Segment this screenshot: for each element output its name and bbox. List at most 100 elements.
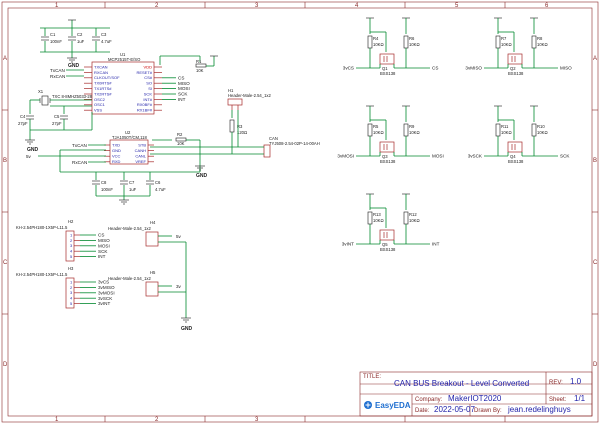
mosfet-ref: Q1	[382, 66, 388, 71]
decoupling-caps-top: C1 100nF C2 1uF C3 4.7uF GND	[40, 19, 112, 69]
resistor-value: 10KΩ	[409, 130, 420, 135]
c8-ref: C8	[101, 180, 107, 185]
row-label: B	[593, 158, 597, 164]
u2-part: TJA1050T/CM,118	[112, 135, 148, 140]
header-pin-number: 3	[70, 290, 73, 295]
u1-pin-label: RESET#	[136, 70, 152, 75]
resistor-value: 10KΩ	[537, 42, 548, 47]
x1-ref: X1	[38, 89, 44, 94]
drawn-by: jean.redelinghuys	[507, 405, 571, 414]
u2-pin-label: CANL	[135, 154, 146, 159]
resistor-ref: R8	[537, 36, 543, 41]
mosfet-body	[379, 53, 395, 65]
u1-pin-label: RXCAN	[94, 70, 108, 75]
net-label-5v: 5v	[26, 154, 32, 159]
gnd-label: GND	[68, 63, 80, 69]
c2-value: 1uF	[77, 39, 85, 44]
c6-value: 4.7uF	[155, 187, 166, 192]
u1-pin-label: VDD	[144, 64, 153, 69]
u1-pin-label: TX0RTS#	[94, 81, 112, 86]
c4-value: 27pF	[18, 121, 28, 126]
resistor	[495, 35, 501, 49]
u1-pin-label: TX1RTS#	[94, 86, 112, 91]
ground-symbol-icon	[119, 199, 129, 205]
h2-ref: H2	[68, 219, 74, 224]
h4-part: Header-Male-2.54_1x2	[108, 226, 152, 231]
easyeda-logo-icon	[364, 401, 372, 409]
resistor-ref: R9	[409, 124, 415, 129]
resistor-value: 10KΩ	[409, 42, 420, 47]
net-label-output: SCK	[560, 154, 570, 159]
row-label: D	[593, 362, 598, 368]
resistor	[403, 211, 409, 225]
row-label: C	[593, 260, 598, 266]
header-net-label: 3vSCK	[98, 296, 113, 301]
h3-part: KH-2.54PH180-1X5P-L11.5	[16, 272, 68, 277]
gnd-label: GND	[27, 147, 39, 153]
mosfet-body	[507, 141, 523, 153]
company-label: Company:	[415, 397, 443, 403]
r1-resistor: R1 10K	[195, 55, 218, 73]
mosfet-ref: Q5	[382, 242, 388, 247]
net-label-input: 3vMOSI	[337, 154, 354, 159]
drawn-by-label: Drawn By:	[474, 408, 502, 414]
net-label-output: MISO	[560, 66, 572, 71]
row-label: D	[3, 362, 8, 368]
r2-value: 10K	[177, 141, 185, 146]
gnd-label: GND	[181, 326, 193, 332]
resistor-ref: R6	[409, 36, 415, 41]
row-label: A	[593, 56, 597, 62]
resistor	[403, 123, 409, 137]
col-label: 1	[55, 417, 59, 423]
mosfet-ref: Q3	[382, 154, 388, 159]
title-block: TITLE: CAN BUS Breakout - Level Converte…	[359, 371, 593, 417]
header-pin-number: 1	[70, 232, 73, 237]
u1-pin-label: TXCAN	[94, 64, 108, 69]
revision: 1.0	[570, 377, 582, 386]
col-label: 2	[155, 417, 159, 423]
header-pin-number: 4	[70, 296, 73, 301]
u1-pin-label: RX1BF#	[137, 108, 153, 113]
mosfet-ref: Q4	[510, 154, 516, 159]
header-net-label: MOSI	[98, 243, 110, 248]
u1-pin-label: CLKOUT/SOF	[94, 75, 120, 80]
decoupling-caps-bottom: C8 100nF C7 1uF C6 4.7uF	[92, 172, 166, 205]
u1-pin-label: VSS	[94, 108, 102, 113]
c3-ref: C3	[101, 32, 107, 37]
net-label-input: 3vSCK	[468, 154, 483, 159]
row-label: A	[3, 56, 7, 62]
resistor-ref: R11	[501, 124, 509, 129]
h2-part: KH-2.54PH180-1X5P-L11.5	[16, 225, 68, 230]
r1-ref: R1	[196, 59, 202, 64]
resistor	[531, 35, 537, 49]
row-label: C	[3, 260, 8, 266]
h3-ref: H3	[68, 266, 74, 271]
mosfet-body	[507, 53, 523, 65]
h5-ref: H5	[150, 270, 156, 275]
u2-ref: U2	[125, 130, 131, 135]
ground-symbol-icon	[181, 317, 191, 323]
mosfet-part: BSS138	[380, 247, 396, 252]
c6-ref: C6	[155, 180, 161, 185]
col-label: 3	[255, 3, 259, 9]
header-pin-number: 2	[70, 238, 73, 243]
drawing-title: CAN BUS Breakout - Level Converted	[394, 379, 529, 388]
resistor-value: 10KΩ	[373, 42, 384, 47]
u2-pin-label: TXD	[112, 142, 120, 147]
header-net-label: MISO	[98, 238, 110, 243]
crystal-x1: X1 TXC 8-8MHZ5033-28 C4 27pF C5 27pF GND	[18, 89, 93, 153]
u1-pin-label: CS#	[144, 75, 153, 80]
u1-pin-label: RX0BF#	[137, 102, 153, 107]
h5-part: Header-Male-2.54_1x2	[108, 276, 152, 281]
u2-pin-label: GND	[112, 148, 121, 153]
u1-net-label: SCK	[178, 92, 188, 97]
